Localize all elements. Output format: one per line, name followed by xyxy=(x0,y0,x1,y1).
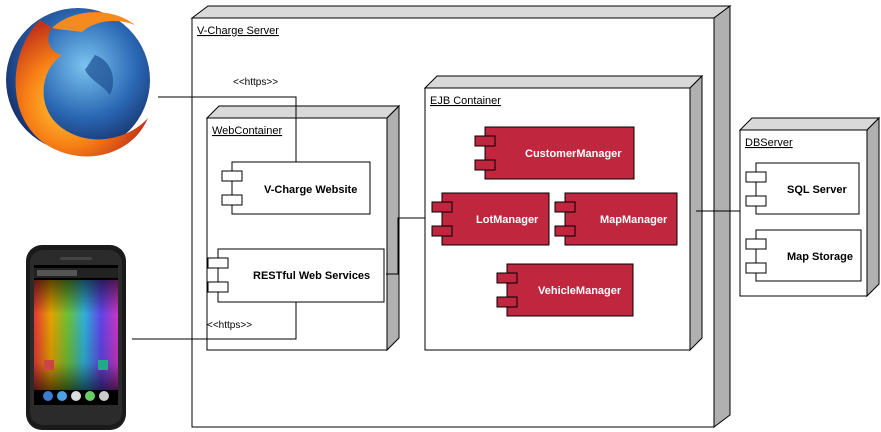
map-storage-label: Map Storage xyxy=(787,251,853,263)
vcharge-server-label: V-Charge Server xyxy=(197,25,279,37)
component-lot-manager: LotManager xyxy=(431,192,550,246)
lot-manager-label: LotManager xyxy=(476,214,539,226)
browser-https-label: <<https>> xyxy=(233,77,278,88)
component-map-storage: Map Storage xyxy=(745,229,862,282)
db-server-label: DBServer xyxy=(745,137,793,149)
connectors xyxy=(132,96,740,340)
browser-icon xyxy=(6,8,150,157)
smartphone-icon xyxy=(26,245,126,430)
restful-services-label: RESTful Web Services xyxy=(253,270,370,282)
vcharge-website-label: V-Charge Website xyxy=(264,184,357,196)
component-customer-manager: CustomerManager xyxy=(474,126,635,180)
map-manager-label: MapManager xyxy=(600,214,668,226)
component-restful-services: RESTful Web Services xyxy=(207,248,385,303)
phone-connector xyxy=(132,302,297,340)
restful-ejb-connector xyxy=(386,217,425,275)
web-container-label: WebContainer xyxy=(212,125,282,137)
browser-connector xyxy=(158,96,297,162)
phone-https-label: <<https>> xyxy=(207,320,252,331)
component-vehicle-manager: VehicleManager xyxy=(496,263,634,317)
vehicle-manager-label: VehicleManager xyxy=(538,285,622,297)
sql-server-label: SQL Server xyxy=(787,184,847,196)
web-container-node: WebContainer xyxy=(205,104,401,352)
customer-manager-label: CustomerManager xyxy=(525,148,622,160)
component-map-manager: MapManager xyxy=(554,192,678,246)
component-vcharge-website: V-Charge Website xyxy=(221,161,371,215)
ejb-container-label: EJB Container xyxy=(430,95,501,107)
component-sql-server: SQL Server xyxy=(745,162,860,215)
